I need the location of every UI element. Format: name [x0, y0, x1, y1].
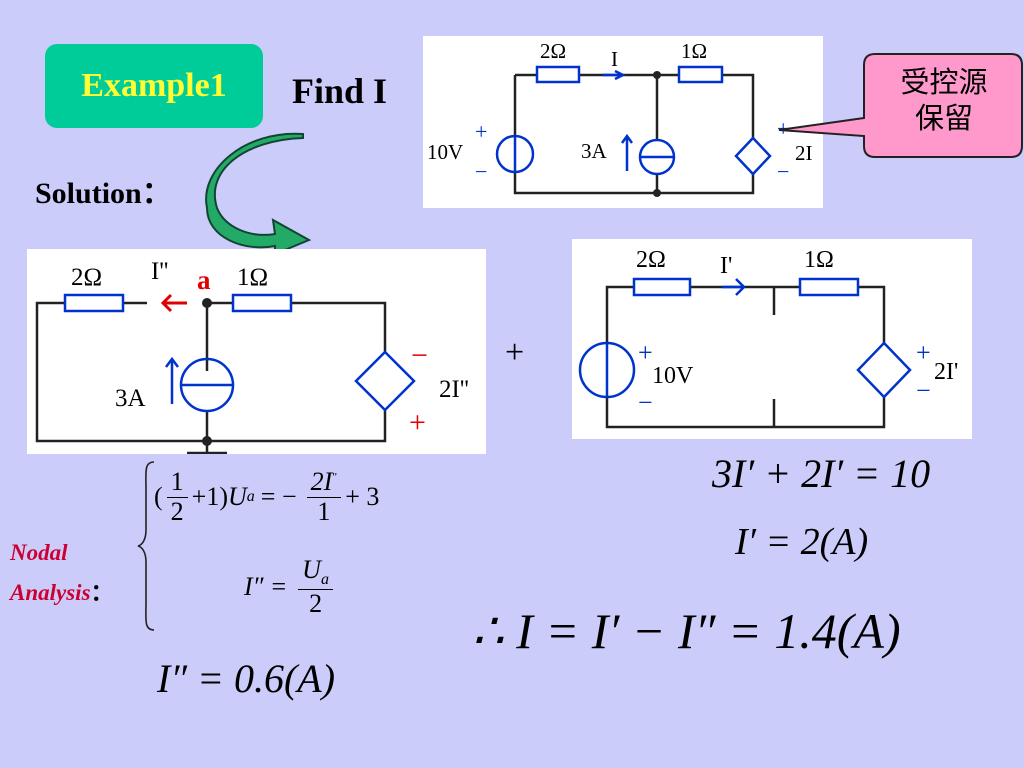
top-isrc-label: 3A — [581, 139, 608, 163]
solution-label: Solution： — [35, 177, 172, 210]
result-i-prime: I′ = 2(A) — [735, 521, 869, 563]
svg-text:−: − — [638, 388, 653, 417]
svg-text:+: + — [638, 338, 653, 367]
left-circuit-panel: 2Ω 1Ω I'' a 3A − + 2I'' — [27, 249, 486, 455]
right-dep-label: 2I' — [934, 359, 958, 385]
top-dep-label: 2I — [795, 141, 813, 165]
svg-text:+: + — [475, 119, 487, 144]
nodal-line-2: Analysis： — [10, 580, 114, 605]
top-circuit-panel: 2Ω 1Ω I 10V + − 3A + − 2I — [423, 36, 823, 208]
left-r2-label: 1Ω — [237, 264, 268, 291]
final-result: ∴ I = I′ − I″ = 1.4(A) — [472, 603, 901, 659]
brace-icon — [137, 461, 155, 631]
callout-text: 受控源 保留 — [866, 64, 1022, 136]
svg-text:+: + — [916, 338, 931, 367]
svg-text:−: − — [475, 159, 487, 184]
right-vsrc-label: 10V — [652, 363, 694, 389]
svg-text:−: − — [916, 376, 931, 405]
top-r2-label: 1Ω — [681, 39, 707, 63]
right-r1-label: 2Ω — [636, 247, 666, 273]
left-current-label: I'' — [151, 258, 168, 285]
top-vsrc-label: 10V — [427, 140, 463, 164]
left-r1-label: 2Ω — [71, 264, 102, 291]
result-i-double-prime: I″ = 0.6(A) — [157, 656, 336, 701]
example-badge: Example1 — [45, 44, 263, 128]
node-a-label: a — [197, 265, 211, 295]
svg-text:+: + — [409, 406, 426, 439]
example-label: Example1 — [81, 67, 227, 104]
right-circuit-panel: 2Ω 1Ω I' + − 10V + − 2I' — [572, 239, 972, 439]
left-circuit: 2Ω 1Ω I'' a 3A − + 2I'' — [35, 258, 469, 455]
svg-text:−: − — [411, 339, 428, 372]
equation-kvl: 3I′ + 2I′ = 10 — [712, 451, 931, 496]
svg-text:−: − — [777, 159, 789, 184]
top-current-label: I — [611, 47, 618, 71]
right-r2-label: 1Ω — [804, 247, 834, 273]
callout-bubble — [778, 53, 1023, 158]
plus-sign: + — [505, 334, 525, 371]
find-text: Find I — [292, 71, 388, 111]
right-circuit: 2Ω 1Ω I' + − 10V + − 2I' — [578, 247, 958, 429]
nodal-analysis-label: Nodal Analysis： — [10, 533, 114, 613]
curved-arrow-icon — [205, 132, 312, 255]
left-dep-label: 2I'' — [439, 376, 469, 403]
top-r1-label: 2Ω — [540, 39, 566, 63]
top-circuit: 2Ω 1Ω I 10V + − 3A + − 2I — [427, 39, 813, 197]
callout-line-2: 保留 — [914, 101, 973, 135]
left-isrc-label: 3A — [115, 385, 146, 412]
callout-line-1: 受控源 — [900, 65, 988, 99]
right-current-label: I' — [720, 253, 732, 279]
nodal-line-1: Nodal — [10, 540, 68, 565]
